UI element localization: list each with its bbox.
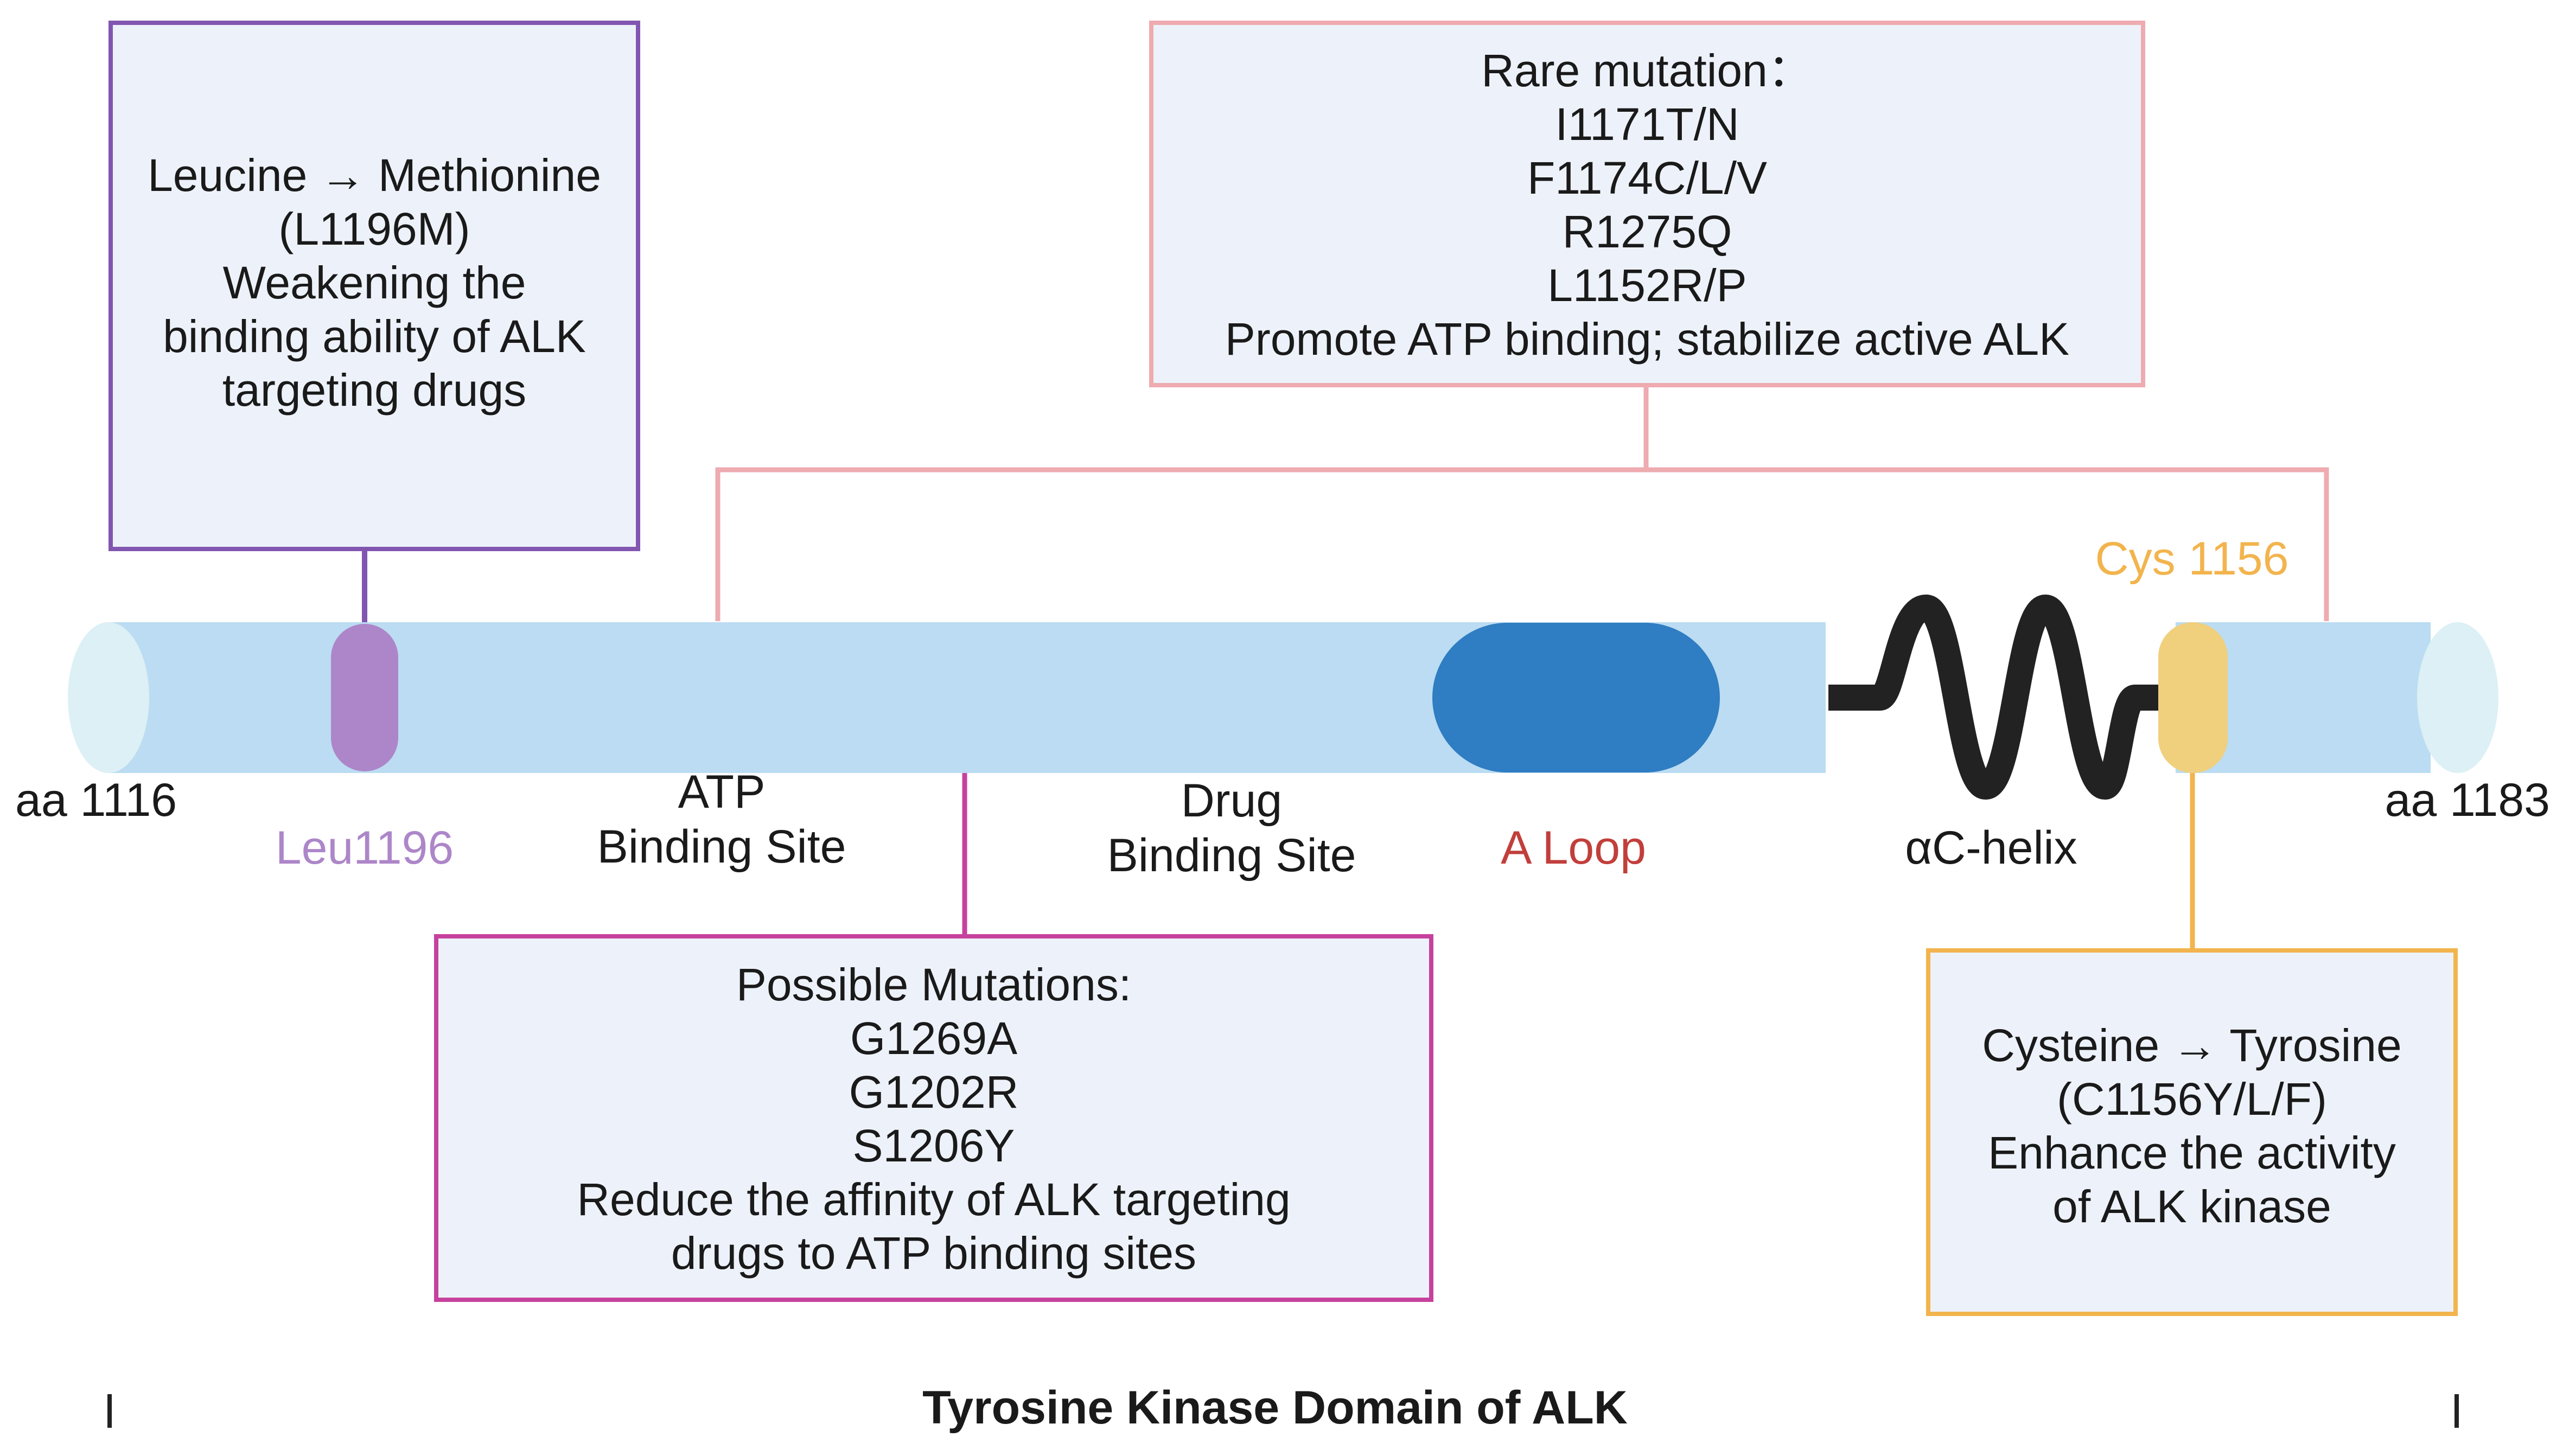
l1196m-box: Leucine → Methionine (L1196M) Weakening … xyxy=(109,21,640,551)
possible-line-1: Possible Mutations: xyxy=(736,959,1132,1010)
l1196m-line-2: (L1196M) xyxy=(278,203,470,254)
rare-line-2: I1171T/N xyxy=(1555,99,1739,150)
l1196m-line-3: Weakening the xyxy=(222,257,526,308)
a-loop-label: A Loop xyxy=(1501,822,1646,874)
atp-binding-site-label: ATP Binding Site xyxy=(553,765,890,874)
alpha-c-helix-label: αC-helix xyxy=(1905,822,2077,874)
possible-line-4: S1206Y xyxy=(852,1120,1015,1171)
rare-connector-bracket xyxy=(715,467,2329,621)
cys-box-line-2: (C1156Y/L/F) xyxy=(2057,1074,2327,1125)
domain-title: Tyrosine Kinase Domain of ALK xyxy=(922,1382,1628,1434)
tube-cap-left xyxy=(68,622,149,773)
possible-line-2: G1269A xyxy=(850,1013,1018,1064)
atp-label-line-1: ATP xyxy=(678,766,766,818)
l1196m-line-4: binding ability of ALK xyxy=(163,311,586,362)
alpha-c-helix xyxy=(1828,595,2162,800)
drug-label-line-2: Binding Site xyxy=(1107,829,1356,882)
drug-binding-site-label: Drug Binding Site xyxy=(1063,774,1400,883)
drug-label-line-1: Drug xyxy=(1181,775,1283,827)
possible-line-6: drugs to ATP binding sites xyxy=(671,1228,1197,1279)
a-loop-shape xyxy=(1432,623,1720,772)
leu1196-label: Leu1196 xyxy=(275,822,454,874)
leu1196-marker xyxy=(331,624,398,771)
cys-mutation-box: Cysteine → Tyrosine (C1156Y/L/F) Enhance… xyxy=(1926,948,2458,1316)
possible-line-3: G1202R xyxy=(849,1067,1019,1117)
atp-label-line-2: Binding Site xyxy=(597,820,846,873)
aa-start-label: aa 1116 xyxy=(15,774,177,826)
tube-cap-right xyxy=(2417,622,2498,773)
possible-mutations-box: Possible Mutations: G1269A G1202R S1206Y… xyxy=(434,934,1433,1302)
cys-box-line-1: Cysteine → Tyrosine xyxy=(1982,1020,2402,1071)
rare-mutation-box: Rare mutation： I1171T/N F1174C/L/V R1275… xyxy=(1149,21,2145,387)
rare-line-5: L1152R/P xyxy=(1547,260,1747,311)
possible-line-5: Reduce the affinity of ALK targeting xyxy=(577,1174,1291,1225)
cys1156-marker xyxy=(2158,622,2228,773)
rare-line-3: F1174C/L/V xyxy=(1527,152,1768,203)
cys1156-label: Cys 1156 xyxy=(2095,533,2289,585)
l1196m-line-5: targeting drugs xyxy=(222,365,527,416)
cys-box-line-3: Enhance the activity xyxy=(1988,1127,2396,1178)
rare-line-1: Rare mutation： xyxy=(1481,45,1813,96)
aa-end-label: aa 1183 xyxy=(2385,774,2551,826)
cys-box-line-4: of ALK kinase xyxy=(2052,1181,2331,1232)
l1196m-line-1: Leucine → Methionine xyxy=(148,150,601,201)
rare-line-6: Promote ATP binding; stabilize active AL… xyxy=(1225,314,2070,365)
rare-line-4: R1275Q xyxy=(1562,206,1732,257)
